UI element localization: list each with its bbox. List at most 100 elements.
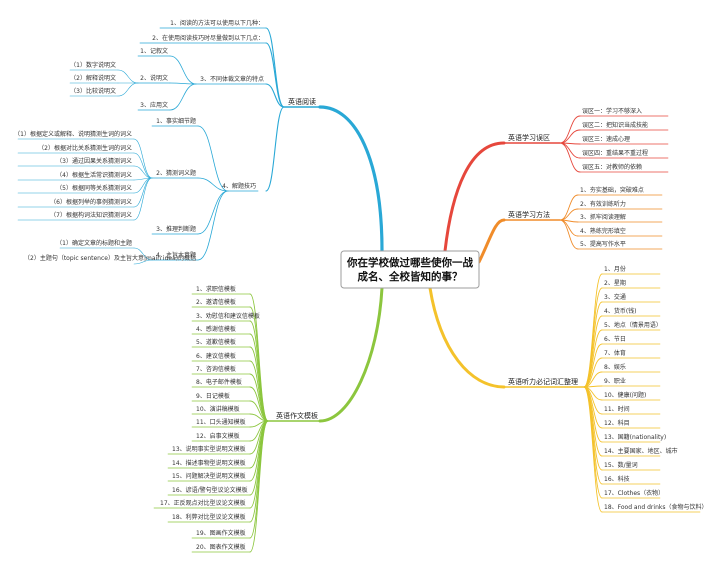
writing-link-3 [249, 320, 269, 422]
branch-study-area-label[interactable]: 英语学习误区 [508, 133, 550, 142]
listening-item-15[interactable]: 15、数/量词 [604, 461, 638, 469]
reading-link-2 [265, 42, 285, 108]
writing-item-7[interactable]: 7、咨询信模板 [196, 365, 236, 373]
listening-item-12[interactable]: 12、科目 [604, 419, 630, 427]
listening-item-11[interactable]: 11、时间 [604, 405, 630, 413]
root-topic[interactable]: 你在学校做过哪些使你一战 成名、全校皆知的事？ [340, 250, 480, 289]
listening-item-16[interactable]: 16、科技 [604, 475, 630, 483]
writing-item-4[interactable]: 4、感谢信模板 [196, 325, 236, 333]
writing-item-12[interactable]: 12、启事文模板 [196, 432, 240, 440]
study-method-item-2[interactable]: 2、有效训练听力 [580, 200, 626, 208]
writing-item-1[interactable]: 1、求职信模板 [196, 285, 236, 293]
reading-3-3-link [169, 83, 197, 111]
writing-item-17[interactable]: 17、正反观点对比型议论文模板 [160, 499, 246, 507]
main-idea-link-2 [133, 259, 153, 265]
study-area-item-1[interactable]: 误区一：学习不够深入 [582, 107, 642, 115]
writing-link-20 [249, 420, 269, 553]
listening-link-18 [583, 386, 603, 513]
main-idea-2[interactable]: （2）主题句（topic sentence）及主旨大意|main idea)的概… [24, 254, 196, 262]
study-method-link-1 [559, 194, 579, 221]
listening-item-9[interactable]: 9、职业 [604, 377, 626, 385]
writing-item-18[interactable]: 18、利弊对比型议论文模板 [172, 513, 246, 521]
writing-item-11[interactable]: 11、口头通知模板 [196, 418, 246, 426]
listening-item-5[interactable]: 5、地点（情景用语） [604, 321, 662, 329]
listening-item-8[interactable]: 8、娱乐 [604, 363, 626, 371]
writing-link-8 [249, 386, 269, 422]
reading-4-3[interactable]: 3、推理判断题 [156, 225, 196, 233]
reading-3-2-sub-3-link [117, 82, 139, 97]
listening-item-18[interactable]: 18、Food and drinks（食物与饮料） [604, 503, 707, 511]
listening-item-2[interactable]: 2、星期 [604, 279, 626, 287]
study-area-item-2[interactable]: 误区二：把知识当成技能 [582, 121, 648, 129]
writing-item-6[interactable]: 6、建议信模板 [196, 352, 236, 360]
listening-item-4[interactable]: 4、货币(钱) [604, 307, 637, 315]
branch-writing-label[interactable]: 英语作文模板 [276, 411, 318, 420]
study-method-item-5[interactable]: 5、提高写作水平 [580, 240, 626, 248]
reading-3-2-sub-2[interactable]: （2）解释说明文 [70, 74, 116, 82]
listening-item-3[interactable]: 3、交通 [604, 293, 626, 301]
writing-item-2[interactable]: 2、邀请信模板 [196, 298, 236, 306]
reading-link-3 [265, 83, 285, 108]
reading-3-2-link [169, 82, 197, 85]
listening-item-7[interactable]: 7、体育 [604, 349, 626, 357]
reading-4-1[interactable]: 1、事实细节题 [156, 117, 196, 125]
guess-word-1[interactable]: （1）根据定义或解释、说明猜测生词的词义 [14, 130, 132, 138]
guess-word-7[interactable]: （7）根据构词法知识猜测词义 [50, 211, 132, 219]
reading-4-3-link [197, 190, 229, 235]
root-title-line-1: 你在学校做过哪些使你一战 [346, 256, 473, 269]
study-area-item-5[interactable]: 误区五：对教师的依赖 [582, 163, 642, 171]
study-method-item-4[interactable]: 4、熟练完形填空 [580, 227, 626, 235]
guess-word-5[interactable]: （5）根据同等关系猜测词义 [56, 184, 132, 192]
reading-item-4[interactable]: 4、解题技巧 [222, 182, 256, 190]
writing-item-10[interactable]: 10、演讲稿模板 [196, 405, 240, 413]
writing-item-3[interactable]: 3、劝慰信和建议信模板 [196, 312, 260, 320]
main-idea-link-1 [133, 247, 153, 261]
writing-item-15[interactable]: 15、问题解决型说明文模板 [172, 472, 246, 480]
reading-3-3[interactable]: 3、应用文 [140, 101, 168, 109]
root-title-line-2: 成名、全校皆知的事？ [358, 270, 463, 283]
listening-item-6[interactable]: 6、节日 [604, 335, 626, 343]
study-method-item-1[interactable]: 1、夯实基础，突破难点 [580, 186, 644, 194]
listening-item-17[interactable]: 17、Clothes（衣物） [604, 489, 664, 497]
writing-item-8[interactable]: 8、电子邮件模板 [196, 378, 242, 386]
writing-link-4 [249, 333, 269, 422]
study-area-link-1 [559, 115, 581, 144]
reading-3-2-sub-3[interactable]: （3）比较说明文 [70, 87, 116, 95]
guess-word-2[interactable]: （2）根据对比关系猜测生词的词义 [38, 144, 132, 152]
listening-item-10[interactable]: 10、健康(问题) [604, 391, 646, 399]
study-area-link-5 [559, 142, 581, 173]
branch-study-method-label[interactable]: 英语学习方法 [508, 210, 550, 219]
listening-link-3 [583, 301, 603, 388]
writing-item-13[interactable]: 13、说明事实型说明文模板 [172, 445, 246, 453]
writing-main-connector [318, 286, 384, 423]
reading-3-2-sub-1[interactable]: （1）数字说明文 [70, 61, 116, 69]
reading-3-2[interactable]: 2、说明文 [140, 74, 168, 82]
guess-word-4[interactable]: （4）根据生活常识猜测词义 [56, 171, 132, 179]
guess-word-6[interactable]: （6）根据列举的事例猜测词义 [50, 198, 132, 206]
guess-word-link-5 [133, 177, 153, 194]
guess-word-3[interactable]: （3）通过因果关系猜测词义 [56, 157, 132, 165]
reading-4-4[interactable]: 4、主旨大意题 [156, 251, 196, 259]
study-area-item-4[interactable]: 误区四：重结果不重过程 [582, 149, 648, 157]
reading-item-1[interactable]: 1、阅读的方法可以使用以下几种： [170, 19, 264, 27]
writing-item-9[interactable]: 9、日记模板 [196, 392, 230, 400]
main-idea-1[interactable]: （1）确定文章的标题和主题 [56, 239, 132, 247]
study-method-item-3[interactable]: 3、抓牢阅读理解 [580, 213, 626, 221]
writing-item-5[interactable]: 5、道歉信模板 [196, 338, 236, 346]
study-area-link-4 [559, 142, 581, 159]
writing-item-19[interactable]: 19、图画作文模板 [196, 529, 246, 537]
reading-item-2[interactable]: 2、在使用阅读技巧时尽量做到以下几点： [152, 34, 264, 42]
reading-4-2[interactable]: 2、猜测词义题 [156, 169, 196, 177]
branch-listening-label[interactable]: 英语听力必记词汇整理 [508, 377, 578, 386]
writing-item-14[interactable]: 14、描述事物型说明文模板 [172, 459, 246, 467]
reading-item-3[interactable]: 3、不同体裁文章的特点 [200, 75, 264, 83]
listening-item-1[interactable]: 1、月份 [604, 265, 626, 273]
writing-item-16[interactable]: 16、谚语/警句型议论文模板 [172, 486, 248, 494]
reading-3-1[interactable]: 1、记叙文 [140, 47, 168, 55]
reading-main-connector [318, 105, 384, 253]
study-area-item-3[interactable]: 误区三：速成心理 [582, 135, 630, 143]
writing-item-20[interactable]: 20、图表作文模板 [196, 543, 246, 551]
listening-item-14[interactable]: 14、主要国家、地区、城市 [604, 447, 678, 455]
listening-item-13[interactable]: 13、国籍(nationality) [604, 433, 666, 441]
branch-reading-label[interactable]: 英语阅读 [288, 97, 316, 106]
